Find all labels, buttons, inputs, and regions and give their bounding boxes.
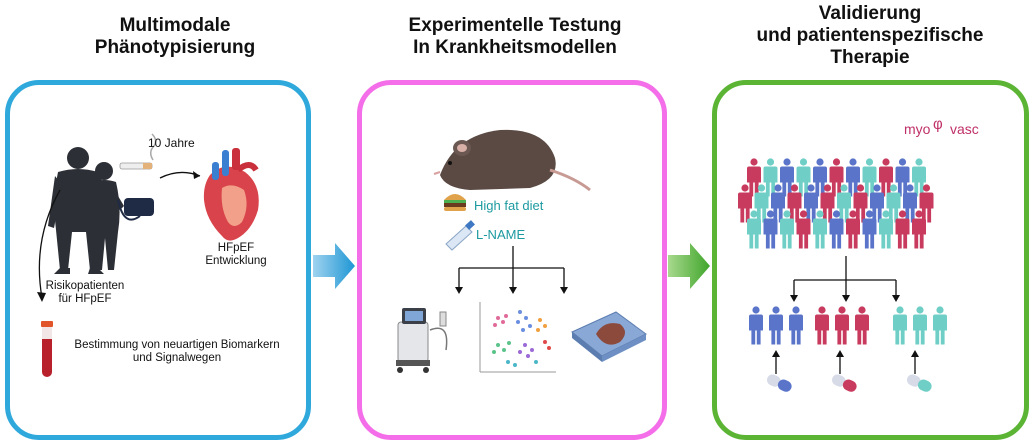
person-icon	[829, 158, 844, 197]
burger-icon	[444, 194, 466, 211]
person-icon	[895, 158, 910, 197]
pill-icon	[832, 374, 857, 392]
stage-3-title: Validierung und patientenspezifische The…	[756, 3, 984, 68]
l-name-label: L-NAME	[476, 227, 526, 242]
person-icon	[771, 184, 785, 223]
person-icon	[846, 210, 860, 249]
person-icon	[903, 184, 917, 223]
person-icon	[855, 306, 869, 345]
high-fat-diet-label: High fat diet	[474, 198, 544, 213]
person-icon	[763, 158, 778, 197]
person-icon	[804, 184, 818, 223]
person-icon	[747, 158, 761, 197]
person-icon	[893, 306, 907, 345]
person-icon	[837, 184, 851, 223]
person-icon	[787, 184, 802, 223]
pill-icon	[907, 374, 932, 392]
person-icon	[763, 210, 778, 249]
heart-icon	[203, 148, 259, 241]
person-icon	[886, 184, 901, 223]
arrow-right-icon	[313, 243, 355, 289]
person-icon	[912, 158, 926, 197]
panel-phenotyping	[5, 80, 311, 440]
person-icon	[796, 158, 811, 197]
echocardiography-icon	[396, 308, 448, 373]
person-icon	[913, 306, 927, 345]
person-icon	[789, 306, 803, 345]
patient-woman-icon	[90, 162, 124, 270]
person-icon	[749, 306, 763, 345]
person-icon	[870, 184, 884, 223]
person-icon	[933, 306, 947, 345]
person-icon	[754, 184, 769, 223]
person-icon	[747, 210, 761, 249]
myovasc-logo: myo ᵠ vasc	[904, 114, 979, 139]
person-icon	[862, 210, 877, 249]
cigarette-icon	[119, 133, 157, 170]
drug-tube-icon	[445, 220, 475, 251]
tissue-section-icon	[571, 311, 647, 362]
panel-validation	[712, 80, 1029, 440]
person-icon	[820, 184, 835, 223]
person-icon	[813, 210, 827, 249]
pill-icon	[767, 374, 792, 392]
biomarker-label: Bestimmung von neuartigen Biomarkern und…	[74, 339, 280, 364]
patients-label: Risikopatienten für HFpEF	[45, 280, 125, 305]
person-icon	[780, 158, 794, 197]
person-icon	[738, 184, 752, 223]
patient-man-icon	[48, 147, 108, 274]
smoking-duration-label: 10 Jahre	[148, 136, 195, 150]
person-icon	[769, 306, 783, 345]
mouse-icon	[433, 129, 591, 192]
person-icon	[796, 210, 811, 249]
person-icon	[853, 184, 868, 223]
person-icon	[835, 306, 849, 345]
stage-2-title: Experimentelle Testung In Krankheitsmode…	[408, 15, 622, 58]
person-icon	[780, 210, 794, 249]
tsne-cluster-plot-icon	[479, 302, 556, 373]
person-icon	[815, 306, 829, 345]
person-icon	[919, 184, 934, 223]
panel-disease-models	[357, 80, 667, 440]
person-icon	[829, 210, 844, 249]
person-icon	[879, 210, 893, 249]
heart-label: HFpEF Entwicklung	[205, 242, 267, 267]
person-icon	[895, 210, 910, 249]
person-icon	[846, 158, 860, 197]
person-icon	[912, 210, 926, 249]
person-icon	[813, 158, 827, 197]
arrow-right-icon	[668, 243, 710, 289]
blood-tube-icon	[41, 321, 53, 377]
blood-pressure-monitor-icon	[117, 198, 154, 221]
stage-1-title: Multimodale Phänotypisierung	[94, 15, 256, 58]
person-icon	[862, 158, 877, 197]
person-icon	[879, 158, 893, 197]
